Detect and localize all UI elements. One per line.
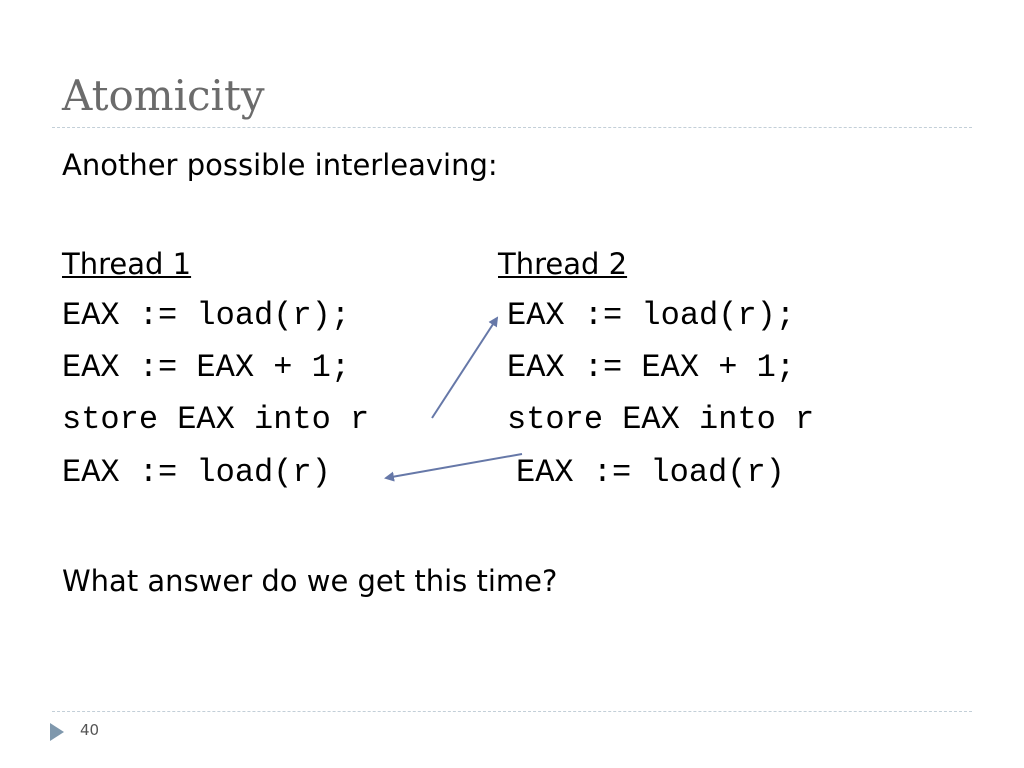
thread1-heading: Thread 1 [62,247,192,281]
thread2-line-3: store EAX into r [507,401,815,438]
slide-question: What answer do we get this time? [62,564,558,598]
thread1-line-3: store EAX into r [62,401,370,438]
slide-title: Atomicity [62,71,265,120]
title-divider [52,127,972,128]
thread1-line-1: EAX := load(r); [62,297,351,334]
thread1-line-4: EAX := load(r) [62,454,331,491]
thread2-heading: Thread 2 [498,247,628,281]
arrow-t1-store-to-t2-load [431,316,499,419]
thread2-line-4: EAX := load(r) [516,454,785,491]
page-number: 40 [80,721,100,739]
triangle-right-icon [50,723,64,741]
thread2-line-2: EAX := EAX + 1; [507,349,796,386]
thread2-line-1: EAX := load(r); [507,297,796,334]
arrow-t2-store-to-t1-load [384,453,523,482]
slide-subtitle: Another possible interleaving: [62,148,498,182]
footer-divider [52,711,972,712]
thread1-line-2: EAX := EAX + 1; [62,349,351,386]
